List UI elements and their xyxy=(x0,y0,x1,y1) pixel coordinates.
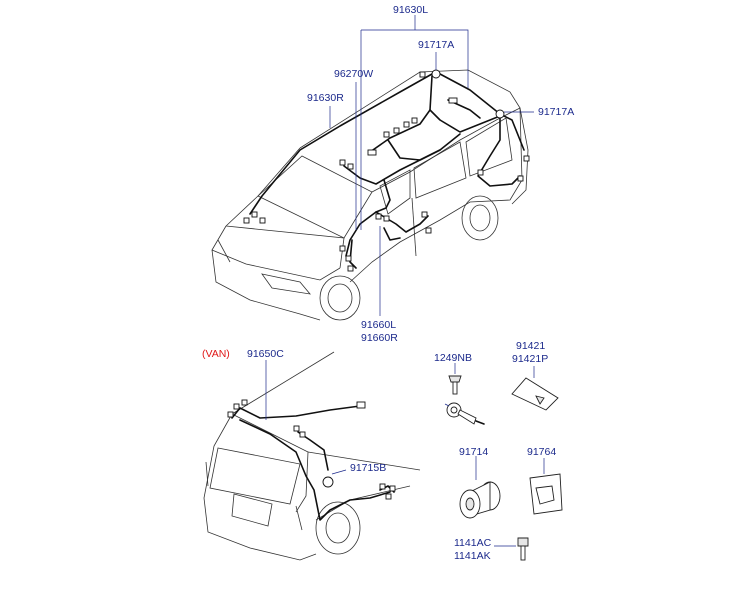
van-rear-body xyxy=(203,351,421,561)
label-91650C: 91650C xyxy=(247,348,284,360)
part-91764-cover xyxy=(529,458,563,515)
label-96270W: 96270W xyxy=(334,68,373,80)
label-91764: 91764 xyxy=(527,446,556,458)
label-91717A-top: 91717A xyxy=(418,39,454,51)
label-91717A-right: 91717A xyxy=(538,106,574,118)
label-1141AC: 1141AC xyxy=(454,537,492,549)
label-91421P: 91421P xyxy=(512,353,548,365)
label-91715B: 91715B xyxy=(350,462,386,474)
label-91630R: 91630R xyxy=(307,92,344,104)
leader-lines-top xyxy=(329,15,534,316)
label-91714: 91714 xyxy=(459,446,488,458)
label-91421: 91421 xyxy=(516,340,545,352)
harness-connectors-bottom xyxy=(227,399,396,500)
label-91660R: 91660R xyxy=(361,332,398,344)
minivan-body xyxy=(211,69,529,321)
leader-lines-bottom xyxy=(265,360,347,475)
part-91421-pad xyxy=(511,366,559,411)
label-van-tag: (VAN) xyxy=(202,348,230,360)
label-1141AK: 1141AK xyxy=(454,550,491,562)
part-1249NB-screw xyxy=(448,363,462,395)
label-91630L: 91630L xyxy=(393,4,428,16)
label-91660L: 91660L xyxy=(361,319,396,331)
labels-top: 91630L 91717A 96270W 91630R 91717A 91660… xyxy=(307,4,574,344)
part-91714-grommet xyxy=(459,456,501,519)
labels-bottom: (VAN) 91650C 91715B xyxy=(202,348,386,474)
label-1249NB: 1249NB xyxy=(434,352,472,364)
part-ring-terminal xyxy=(444,402,485,425)
harness-connectors-top xyxy=(243,69,530,272)
part-1141AC-bolt xyxy=(494,537,529,561)
